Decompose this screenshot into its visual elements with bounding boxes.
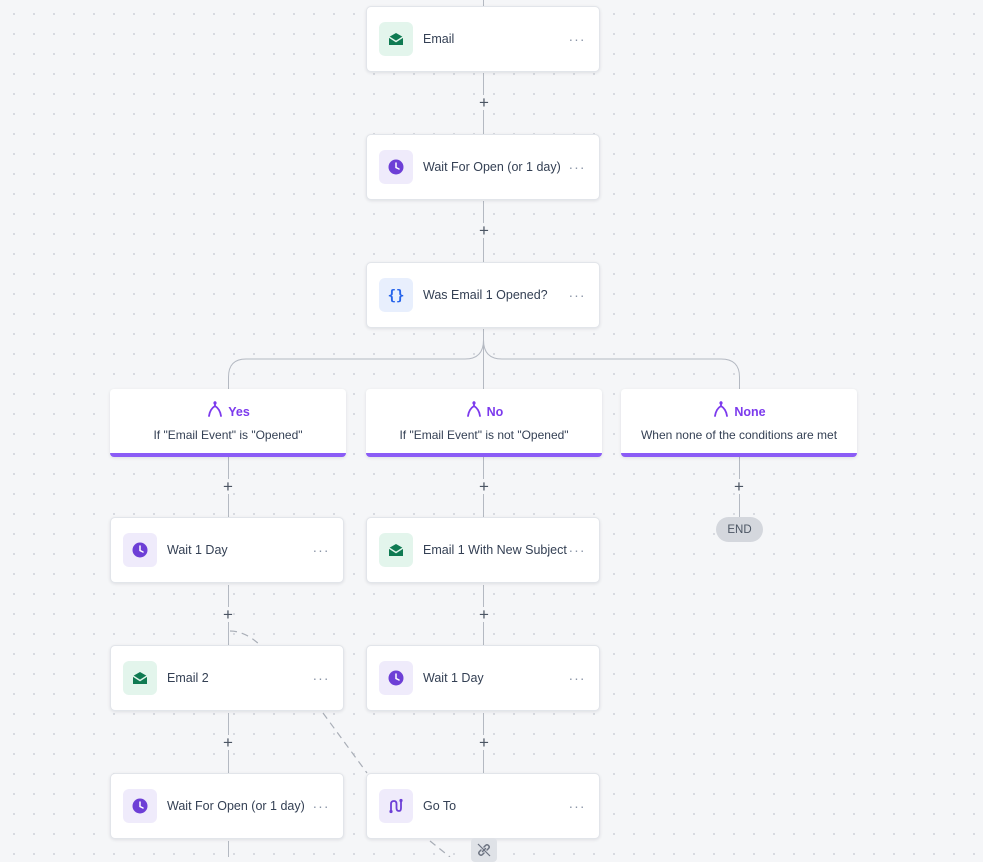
branch-icon [465,400,483,423]
branch-condition: When none of the conditions are met [640,428,838,442]
add-step-button[interactable]: + [479,605,489,624]
node-label: Email 2 [167,671,209,685]
node-condition[interactable]: {} Was Email 1 Opened? ··· [366,262,600,328]
clock-icon [379,661,413,695]
braces-icon: {} [379,278,413,312]
email-icon [379,22,413,56]
clock-icon [123,533,157,567]
add-step-button[interactable]: + [223,477,233,496]
more-options-icon[interactable]: ··· [312,670,330,686]
branch-icon [712,400,730,423]
node-email[interactable]: Email ··· [366,6,600,72]
email-icon [123,661,157,695]
clock-icon [123,789,157,823]
branch-name: No [486,404,504,419]
branch-no[interactable]: No If "Email Event" is not "Opened" [366,389,602,457]
node-label: Wait 1 Day [167,543,228,557]
node-label: Wait 1 Day [423,671,484,685]
more-options-icon[interactable]: ··· [568,670,586,686]
node-label: Email [423,32,455,46]
node-label: Was Email 1 Opened? [423,288,548,302]
branch-yes[interactable]: Yes If "Email Event" is "Opened" [110,389,346,457]
node-yes-email-2[interactable]: Email 2 ··· [110,645,344,711]
more-options-icon[interactable]: ··· [568,287,586,303]
end-badge: END [716,517,763,542]
add-step-button[interactable]: + [479,93,489,112]
link-icon[interactable] [471,838,497,862]
add-step-button[interactable]: + [479,477,489,496]
clock-icon [379,150,413,184]
branch-condition: If "Email Event" is not "Opened" [399,428,569,442]
more-options-icon[interactable]: ··· [312,542,330,558]
route-icon [379,789,413,823]
branch-name: Yes [228,404,250,419]
more-options-icon[interactable]: ··· [568,31,586,47]
more-options-icon[interactable]: ··· [568,542,586,558]
node-wait-for-open[interactable]: Wait For Open (or 1 day) ··· [366,134,600,200]
more-options-icon[interactable]: ··· [568,159,586,175]
more-options-icon[interactable]: ··· [312,798,330,814]
node-label: Email 1 With New Subject [423,543,567,557]
node-no-wait-1-day[interactable]: Wait 1 Day ··· [366,645,600,711]
branch-icon [206,400,224,423]
add-step-button[interactable]: + [223,733,233,752]
add-step-button[interactable]: + [479,221,489,240]
goto-dashed-link [229,630,451,857]
branch-condition: If "Email Event" is "Opened" [153,428,303,442]
node-yes-wait-for-open[interactable]: Wait For Open (or 1 day) ··· [110,773,344,839]
branch-name: None [734,404,766,419]
email-icon [379,533,413,567]
node-no-email-new-subject[interactable]: Email 1 With New Subject ··· [366,517,600,583]
node-yes-wait-1-day[interactable]: Wait 1 Day ··· [110,517,344,583]
node-label: Wait For Open (or 1 day) [167,799,305,813]
node-no-go-to[interactable]: Go To ··· [366,773,600,839]
branch-none[interactable]: None When none of the conditions are met [621,389,857,457]
add-step-button[interactable]: + [479,733,489,752]
more-options-icon[interactable]: ··· [568,798,586,814]
svg-text:{}: {} [388,288,405,303]
add-step-button[interactable]: + [223,605,233,624]
add-step-button[interactable]: + [734,477,744,496]
node-label: Wait For Open (or 1 day) [423,160,561,174]
node-label: Go To [423,799,457,813]
